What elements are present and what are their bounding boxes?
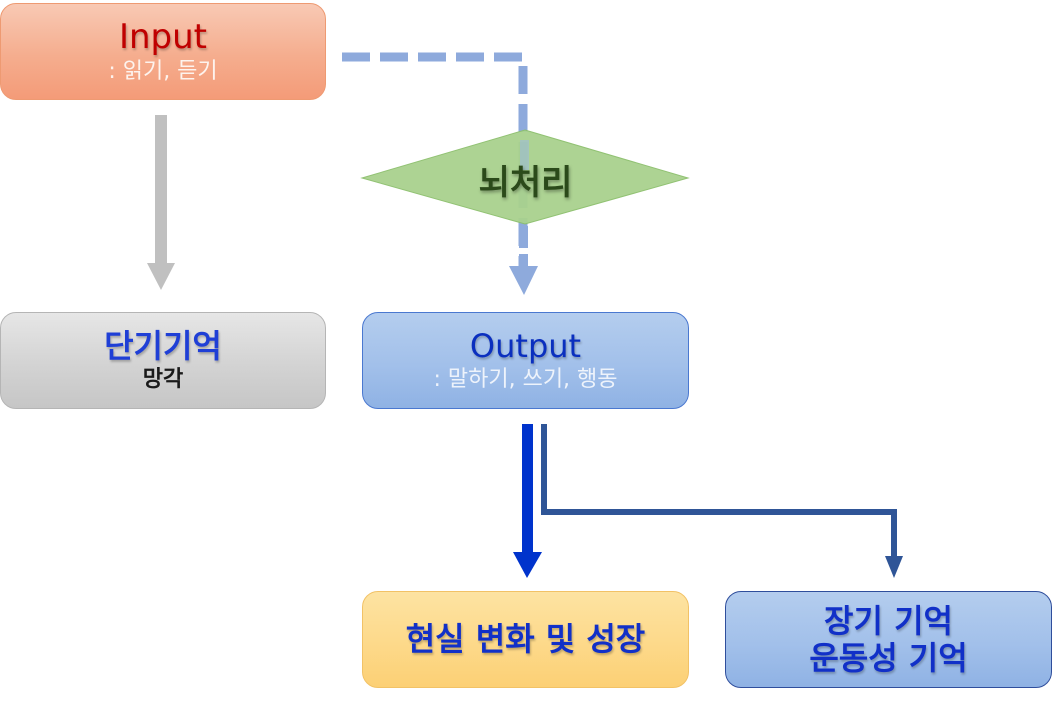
edge-brain-arrowhead: [509, 226, 538, 295]
brain-processing-label: 뇌처리: [478, 162, 573, 203]
decision-diamond: [360, 129, 690, 225]
growth-node: 현실 변화 및 성장: [362, 591, 689, 688]
edge-output-to-growth: [513, 424, 542, 578]
short-term-subtitle: 망각: [142, 366, 184, 392]
edge-input-to-short-term: [147, 115, 175, 290]
long-term-memory-node: 장기 기억 운동성 기억: [725, 591, 1052, 688]
growth-title: 현실 변화 및 성장: [405, 620, 646, 659]
long-term-title-line1: 장기 기억: [824, 601, 953, 640]
input-subtitle: : 읽기, 듣기: [108, 58, 218, 84]
short-term-memory-node: 단기기억 망각: [0, 312, 326, 409]
output-title: Output: [469, 326, 582, 365]
long-term-title-line2: 운동성 기억: [809, 638, 968, 677]
edge-output-to-long-term: [541, 424, 903, 578]
short-term-title: 단기기억: [104, 326, 222, 365]
output-node: Output : 말하기, 쓰기, 행동: [362, 312, 689, 409]
input-title: Input: [118, 16, 208, 57]
input-node: Input : 읽기, 듣기: [0, 3, 326, 100]
output-subtitle: : 말하기, 쓰기, 행동: [433, 366, 618, 392]
